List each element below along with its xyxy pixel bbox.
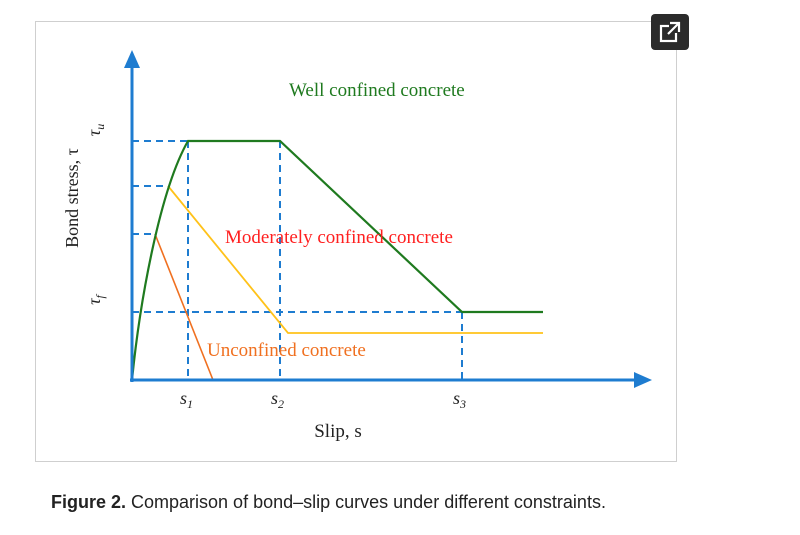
- y-axis-label: Bond stress, τ: [62, 148, 82, 248]
- svg-text:τf: τf: [84, 293, 107, 304]
- s3-label: s3: [453, 388, 466, 411]
- x-axis-arrow: [634, 372, 652, 388]
- external-link-icon: [659, 21, 681, 43]
- figure-number: Figure 2.: [51, 492, 127, 512]
- tau-f-label: τf: [84, 293, 107, 304]
- moderately-confined-label: Moderately confined concrete: [225, 227, 453, 248]
- tau-f-symbol: τ: [84, 298, 104, 305]
- y-axis-arrow: [124, 50, 140, 68]
- unconfined-label: Unconfined concrete: [207, 340, 366, 361]
- guide-lines: [132, 140, 463, 380]
- tau-u-subscript: u: [93, 124, 107, 130]
- well-confined-label: Well confined concrete: [289, 80, 465, 101]
- figure-frame: [35, 21, 677, 462]
- unconfined-curve: [154, 233, 214, 381]
- s1-label: s1: [180, 388, 193, 411]
- well-curve: [130, 139, 543, 381]
- moderate-curve: [167, 185, 543, 334]
- s2-label: s2: [271, 388, 284, 411]
- x-axis-label: Slip, s: [314, 421, 362, 442]
- figure-caption-text: Comparison of bond–slip curves under dif…: [126, 492, 606, 512]
- tau-u-label: τu: [84, 124, 107, 136]
- expand-figure-button[interactable]: [651, 14, 689, 50]
- axes: [124, 50, 652, 388]
- figure-caption: Figure 2. Comparison of bond–slip curves…: [51, 492, 771, 513]
- tau-u-symbol: τ: [84, 129, 104, 136]
- tau-f-subscript: f: [93, 293, 107, 298]
- svg-text:τu: τu: [84, 124, 107, 136]
